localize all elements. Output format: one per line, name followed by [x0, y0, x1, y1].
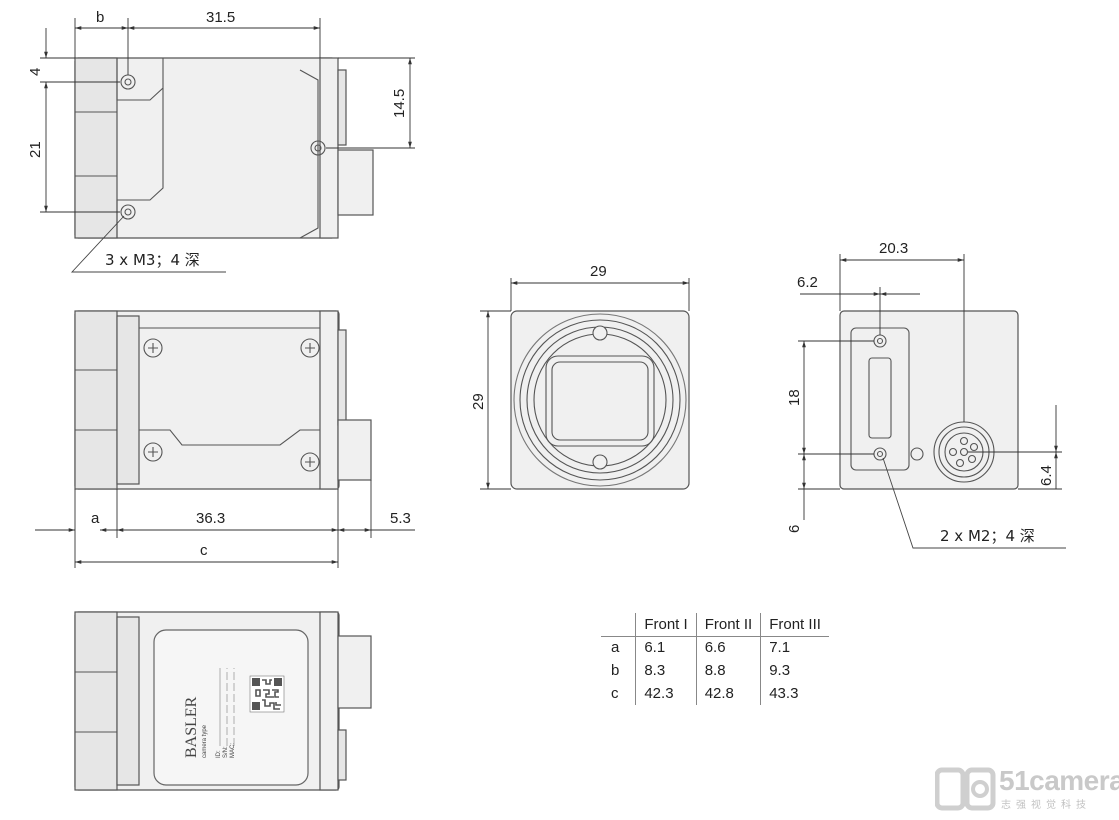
dim-31-5: 31.5: [206, 9, 235, 26]
logo-subtitle: 志强视觉科技: [1001, 800, 1091, 811]
logo-icon: [935, 767, 996, 811]
table-cell: 6.6: [695, 636, 761, 659]
back-dim-6-4: 6.4: [1038, 465, 1055, 486]
table-row: a 6.1 6.6 7.1: [601, 636, 829, 659]
back-dim-20-3: 20.3: [879, 240, 908, 257]
product-label: [153, 629, 309, 786]
table-row-label: c: [611, 685, 619, 702]
bottom-view: BASLER camera type ID: S/N: MAC:: [74, 611, 372, 791]
label-sn: S/N:: [223, 746, 229, 758]
back-holes-note: 2 x M2；4 深: [940, 527, 1035, 545]
label-id: ID:: [216, 750, 222, 758]
dim-b: b: [96, 9, 104, 26]
side-view: a 36.3 5.3 c: [35, 310, 415, 568]
table-row-label: a: [611, 639, 620, 657]
table-cell: 8.8: [695, 659, 761, 682]
table-cell: 7.1: [760, 636, 829, 659]
dim-21: 21: [27, 141, 44, 158]
logo-text: 51camera: [999, 765, 1119, 796]
screw-bottom-right-icon: [300, 452, 320, 472]
front-view: 29 29: [470, 263, 690, 490]
front-dim-height: 29: [470, 393, 487, 410]
screw-top-right-icon: [300, 338, 320, 358]
table-cell: 9.3: [760, 659, 829, 682]
table-header-cell: Front III: [760, 613, 829, 637]
table-header-cell: Front II: [695, 613, 761, 637]
table-header-cell: Front I: [635, 613, 697, 637]
back-dim-6-2: 6.2: [797, 274, 818, 291]
front-variants-table: Front I Front II Front III a 6.1 6.6 7.1…: [601, 613, 829, 705]
dim-a: a: [91, 510, 100, 527]
table-cell: 42.8: [695, 682, 761, 705]
table-cell: 6.1: [635, 636, 697, 659]
back-dim-6: 6: [786, 525, 803, 533]
dim-36-3: 36.3: [196, 510, 225, 527]
dim-14-5: 14.5: [391, 89, 408, 118]
screw-bottom-left-icon: [143, 442, 163, 462]
table-row: b 8.3 8.8 9.3: [601, 659, 829, 682]
top-view: b 31.5 4 21 14.5 3 x M3；4 深: [27, 9, 415, 273]
table-row-label: b: [611, 662, 620, 679]
label-type: camera type: [202, 724, 208, 758]
back-view: 20.3 6.2 18 6 6.4 2 x M2；4 深: [786, 240, 1066, 549]
label-brand: BASLER: [183, 696, 200, 758]
front-dim-width: 29: [590, 263, 607, 280]
back-dim-18: 18: [786, 389, 803, 406]
table-cell: 8.3: [635, 659, 697, 682]
dim-c: c: [200, 542, 208, 559]
table-header-cell: [601, 613, 636, 637]
table-cell: 43.3: [760, 682, 829, 705]
dim-5-3: 5.3: [390, 510, 411, 527]
table-row: c 42.3 42.8 43.3: [601, 682, 829, 705]
label-mac: MAC:: [230, 743, 236, 758]
screw-top-left-icon: [143, 338, 163, 358]
qr-code-icon: [249, 675, 285, 713]
dim-4: 4: [27, 68, 44, 76]
top-holes-note: 3 x M3；4 深: [105, 251, 200, 269]
table-header-row: Front I Front II Front III: [601, 613, 829, 637]
table-cell: 42.3: [635, 682, 697, 705]
